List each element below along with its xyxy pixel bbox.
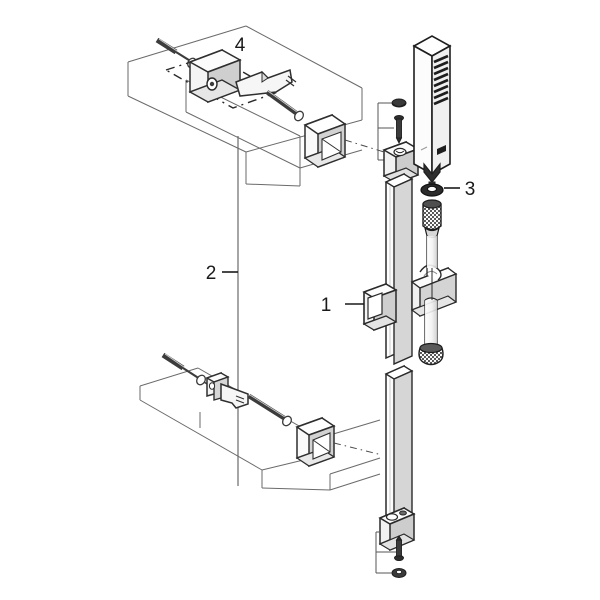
wall-anchor-screw-upper-2 <box>265 90 305 122</box>
cap-bottom <box>391 568 407 578</box>
callout-number-3: 3 <box>465 179 476 200</box>
wall-plate-upper <box>188 48 242 104</box>
hand-shower <box>412 35 452 191</box>
wall-anchor-screw-lower <box>161 352 213 388</box>
cap-cube-upper <box>303 113 347 169</box>
bracket-guide-lines-bottom <box>375 531 396 574</box>
cover-cap-lower <box>295 416 336 468</box>
hose-seal-washer <box>420 183 444 197</box>
callout-number-4: 4 <box>235 35 246 56</box>
hose-connector-lower <box>418 342 444 366</box>
bracket-guide-lines-top <box>377 102 394 161</box>
callout-number-1: 1 <box>321 295 332 316</box>
hose-connector-upper <box>422 199 442 239</box>
rail-bracket-bottom <box>378 506 416 552</box>
assembly-link-lower <box>333 442 383 456</box>
cover-cap-upper <box>235 68 297 97</box>
wall-grid-upper <box>127 25 363 187</box>
grub-screw-top <box>394 114 404 145</box>
shower-hose <box>424 236 438 346</box>
shower-rail <box>384 172 414 526</box>
callout-number-2: 2 <box>206 263 217 284</box>
grub-screw-bottom <box>394 535 404 562</box>
cap-top <box>391 98 407 108</box>
wall-anchor-screw-lower-2 <box>247 394 293 427</box>
wall-grid-lower <box>139 367 381 491</box>
wall-plate-lower <box>205 371 249 409</box>
